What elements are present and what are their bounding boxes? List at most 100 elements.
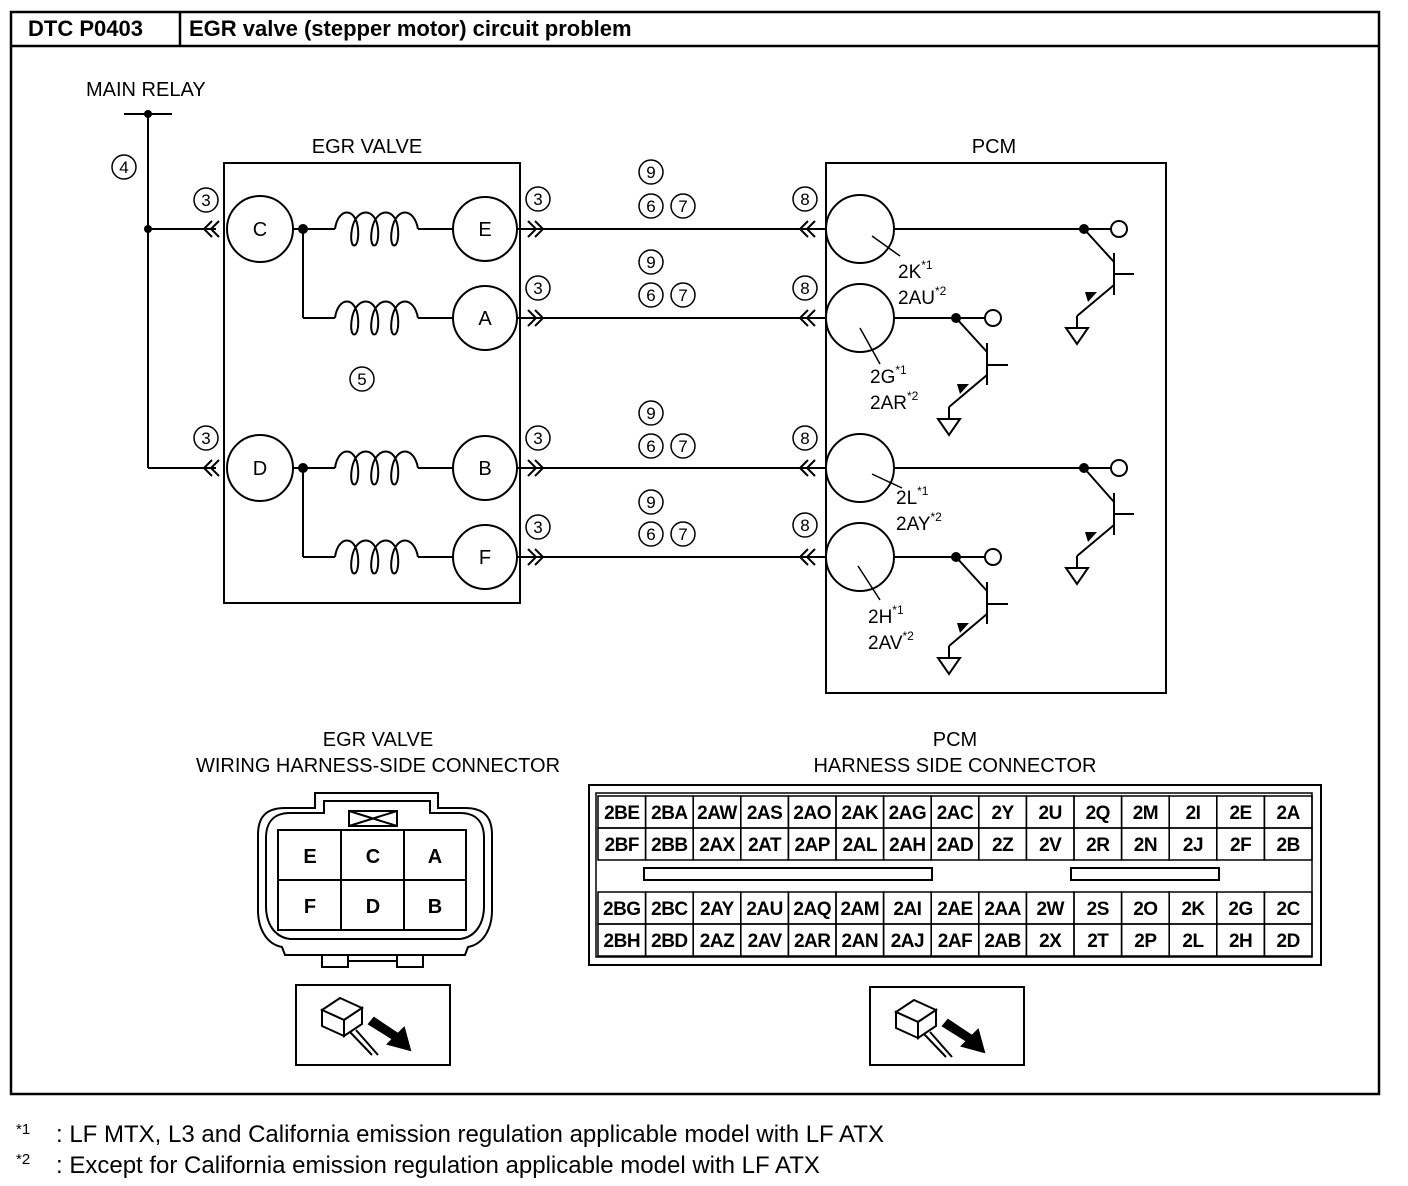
egr-connector-face: [257, 792, 493, 968]
pcm-cell: 2N: [1134, 835, 1157, 856]
pcm-cell: 2AN: [842, 931, 879, 952]
pcm-cell: 2AQ: [793, 899, 831, 920]
pcm-cell: 2J: [1183, 835, 1203, 856]
pcm-cell: 2AG: [889, 803, 927, 824]
svg-text:8: 8: [800, 429, 809, 448]
pcm-cell: 2BH: [604, 931, 641, 952]
pcm-cell: 2O: [1133, 899, 1157, 920]
svg-text:5: 5: [357, 370, 366, 389]
egr-cell-b: B: [428, 896, 442, 918]
svg-text:F: F: [479, 547, 491, 569]
egr-cell-e: E: [303, 846, 316, 868]
svg-text:3: 3: [533, 279, 542, 298]
pcm-connector-key-right: [1070, 867, 1220, 881]
pcm-cell: 2S: [1087, 899, 1109, 920]
pcm-terminal-label-3: 2L*1 2AY*2: [896, 484, 942, 535]
pcm-harness-side-view-icon: [869, 986, 1025, 1066]
pcm-cell: 2H: [1229, 931, 1252, 952]
marker-3-e: 3: [525, 186, 551, 212]
svg-text:9: 9: [646, 163, 655, 182]
pcm-cell-box: [1263, 827, 1313, 861]
coil-c-e: [334, 211, 419, 247]
pcm-cell: 2AD: [937, 835, 974, 856]
egr-valve-box: [223, 162, 521, 604]
pcm-cell: 2BE: [604, 803, 639, 824]
pcm-cell: 2BA: [651, 803, 688, 824]
pcm-terminal-label-1: 2K*1 2AU*2: [898, 258, 947, 309]
pcm-cell: 2G: [1228, 899, 1252, 920]
svg-text:8: 8: [800, 279, 809, 298]
pcm-terminal-1: [825, 194, 895, 264]
svg-text:6: 6: [646, 525, 655, 544]
marker-8-e: 8: [792, 186, 818, 212]
pcm-cell: 2AM: [840, 899, 879, 920]
pcm-cell: 2BB: [651, 835, 688, 856]
pcm-cell: 2AR: [794, 931, 831, 952]
pcm-terminal-4: [825, 522, 895, 592]
svg-text:2AU*2: 2AU*2: [898, 284, 947, 309]
pcm-cell: 2AF: [938, 931, 972, 952]
transistor-3: [894, 459, 1134, 585]
pcm-cell: 2AY: [700, 899, 735, 920]
marker-3-b: 3: [525, 425, 551, 451]
footnote-1-mark: *1: [16, 1121, 30, 1138]
transistor-4: [894, 548, 1008, 675]
svg-text:2H*1: 2H*1: [868, 603, 904, 628]
dtc-title: EGR valve (stepper motor) circuit proble…: [189, 16, 632, 41]
pcm-cell: 2K: [1181, 899, 1205, 920]
marker-8-a: 8: [792, 275, 818, 301]
pcm-cell: 2L: [1182, 931, 1204, 952]
egr-cell-f: F: [304, 896, 316, 918]
pcm-cell: 2BF: [605, 835, 639, 856]
pcm-cell: 2I: [1186, 803, 1201, 824]
pcm-terminal-label-4: 2H*1 2AV*2: [868, 603, 914, 654]
marker-3-c: 3: [193, 187, 219, 213]
pcm-cell: 2D: [1277, 931, 1300, 952]
pcm-cell: 2C: [1277, 899, 1301, 920]
marker-group-a: 9 6 7: [638, 249, 696, 308]
marker-group-b: 9 6 7: [638, 400, 696, 459]
svg-text:4: 4: [119, 158, 128, 177]
egr-connector-title-2: WIRING HARNESS-SIDE CONNECTOR: [196, 755, 560, 777]
pcm-box: [825, 162, 1167, 694]
pcm-cell: 2X: [1039, 931, 1062, 952]
svg-text:7: 7: [678, 525, 687, 544]
marker-3-a: 3: [525, 275, 551, 301]
pcm-terminal-2: [825, 283, 895, 353]
egr-valve-label: EGR VALVE: [312, 136, 422, 158]
marker-group-e: 9 6 7: [638, 159, 696, 219]
pcm-cell: 2AE: [937, 899, 972, 920]
pcm-cell: 2V: [1039, 835, 1062, 856]
svg-text:C: C: [253, 219, 267, 241]
pcm-cell: 2BG: [603, 899, 641, 920]
egr-cell-a: A: [428, 846, 442, 868]
svg-text:7: 7: [678, 286, 687, 305]
svg-text:D: D: [253, 458, 267, 480]
pcm-cell: 2AK: [842, 803, 879, 824]
pcm-cell: 2AW: [697, 803, 737, 824]
dtc-code: DTC P0403: [28, 16, 143, 41]
pcm-connector-title-1: PCM: [933, 729, 977, 751]
egr-pin-e: E: [452, 196, 518, 262]
pcm-cell: 2AJ: [891, 931, 924, 952]
marker-group-f: 9 6 7: [638, 489, 696, 547]
egr-pin-b: B: [452, 435, 518, 501]
pcm-cell: 2AH: [889, 835, 926, 856]
svg-text:2AV*2: 2AV*2: [868, 629, 914, 654]
svg-text:3: 3: [533, 429, 542, 448]
pcm-cell: 2B: [1277, 835, 1300, 856]
footnote-1-text: : LF MTX, L3 and California emission reg…: [56, 1121, 884, 1148]
pcm-cell: 2R: [1086, 835, 1110, 856]
coil-d-b: [334, 450, 419, 486]
pcm-cell: 2F: [1230, 835, 1251, 856]
pcm-label: PCM: [972, 136, 1016, 158]
svg-text:7: 7: [678, 197, 687, 216]
pcm-connector-title-2: HARNESS SIDE CONNECTOR: [813, 755, 1096, 777]
egr-pin-a: A: [452, 285, 518, 351]
pcm-cell: 2AT: [748, 835, 782, 856]
egr-cell-c: C: [366, 846, 380, 868]
egr-pin-f: F: [452, 524, 518, 590]
egr-pin-c: C: [226, 195, 294, 263]
